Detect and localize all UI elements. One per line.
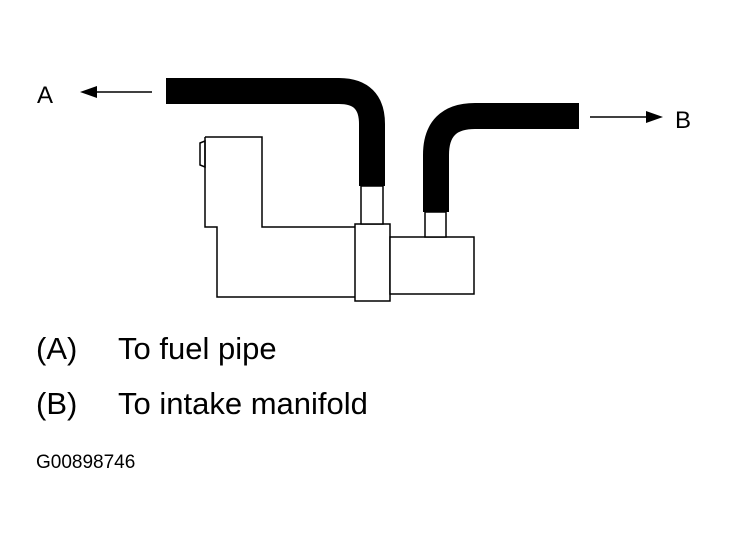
hose-b [423, 103, 579, 212]
valve-bracket-lower [204, 137, 355, 298]
legend-key-b: (B) [36, 386, 78, 421]
legend-row-a: (A) To fuel pipe [36, 331, 277, 367]
arrow-to-a [80, 86, 152, 98]
legend-key-a: (A) [36, 331, 78, 366]
legend-text-a: To fuel pipe [118, 331, 277, 366]
figure-id: G00898746 [36, 452, 136, 473]
hose-a [166, 78, 385, 186]
label-b: B [675, 107, 691, 134]
valve-right-body [389, 236, 475, 295]
port-a-nipple [360, 185, 384, 225]
bracket-tab [199, 139, 206, 169]
valve-center-block [354, 223, 391, 302]
legend-row-b: (B) To intake manifold [36, 386, 368, 422]
legend-text-b: To intake manifold [118, 386, 368, 421]
label-a: A [37, 82, 53, 109]
arrow-to-b [590, 111, 663, 123]
port-b-nipple [424, 211, 447, 238]
valve-bracket [205, 136, 355, 228]
